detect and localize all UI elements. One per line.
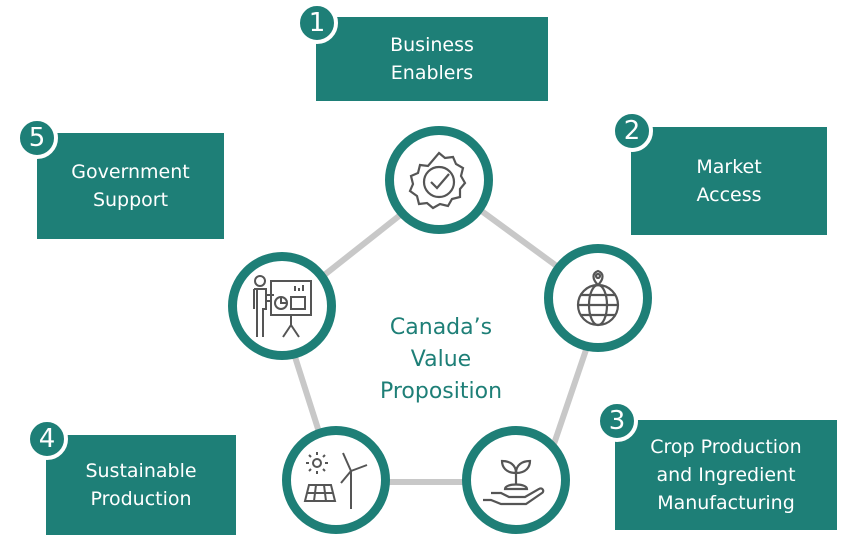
sustainable-production-label: Sustainable Production: [85, 460, 197, 510]
government-support-box: Government Support: [37, 133, 224, 239]
globe-location-icon: [576, 269, 620, 327]
sustainable-production-node: [282, 426, 390, 534]
government-support-label: Government Support: [71, 161, 190, 211]
business-enablers-label: Business Enablers: [390, 34, 474, 84]
number-badge-4: 4: [26, 418, 68, 460]
market-access-box: Market Access: [631, 127, 827, 235]
presentation-icon: [253, 275, 312, 338]
number-badge-2: 2: [611, 110, 653, 152]
center-label: Canada’s Value Proposition: [379, 315, 503, 404]
business-enablers-box: Business Enablers: [316, 17, 548, 101]
sustainable-production-box: Sustainable Production: [46, 435, 236, 535]
number-badge-3: 3: [596, 400, 638, 442]
business-enablers-node: [385, 126, 493, 234]
number-badge-1: 1: [296, 2, 338, 44]
solar-wind-icon: [303, 452, 368, 509]
crop-production-node: [462, 426, 570, 534]
market-access-node: [544, 244, 652, 352]
crop-production-label: Crop Production and Ingredient Manufactu…: [650, 436, 802, 514]
hand-sprout-icon: [483, 459, 545, 506]
crop-production-box: Crop Production and Ingredient Manufactu…: [615, 420, 837, 530]
market-access-label: Market Access: [696, 156, 762, 206]
government-support-node: [228, 252, 336, 360]
checkmark-badge-icon: [408, 151, 467, 210]
number-badge-5: 5: [16, 117, 58, 159]
